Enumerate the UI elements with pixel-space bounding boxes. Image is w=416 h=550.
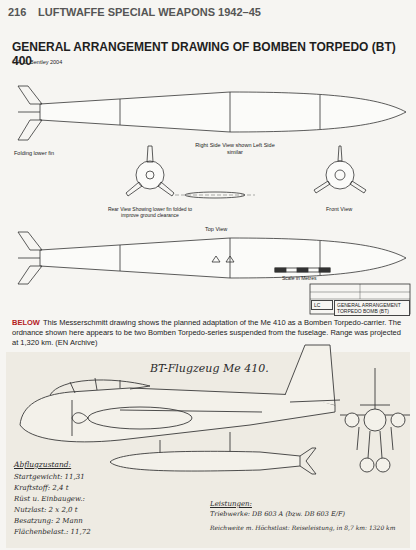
spec-line: Reichweite m. Höchstlast: Reiseleistung,… [210, 524, 406, 531]
part-label: Folding lower fin [14, 150, 54, 157]
page-number: 216 [8, 6, 26, 19]
view-label: Top View [205, 226, 227, 233]
title-block-text: GENERAL ARRANGEMENT TORPEDO BOMB (BT) [335, 301, 409, 315]
spec-line: Flächenbelast.: 11,72 [14, 528, 91, 536]
title-block-text: LC [312, 301, 332, 309]
caption-lead: BELOW [12, 318, 40, 327]
spec-line: Nutzlast: 2 x 2,0 t [14, 506, 78, 514]
title-block-cell: GENERAL ARRANGEMENT TORPEDO BOMB (BT) [334, 300, 410, 316]
view-label: Front View [326, 206, 352, 213]
view-label: Rear View Showing lower fin folded to im… [105, 206, 195, 218]
view-label: Right Side View shown Left Side similar [195, 142, 275, 155]
scale-label: Scale in Metres [282, 275, 316, 281]
spec-heading: Leistungen: [210, 500, 252, 508]
caption: This Messerschmitt drawing shows the pla… [12, 318, 401, 347]
spec-line: Triebwerke: DB 603 A (bzw. DB 603 E/F) [210, 511, 406, 519]
sheet-title: BT-Flugzeug Me 410. [150, 362, 269, 375]
spec-heading: Abflugzustand: [14, 460, 71, 469]
caption-block: BELOWThis Messerschmitt drawing shows th… [12, 318, 404, 347]
copyright-note: © A. L. Bentley 2004 [12, 59, 62, 66]
drawing-title: GENERAL ARRANGEMENT DRAWING OF BOMBEN TO… [12, 40, 412, 69]
spec-line: Startgewicht: 11,31 [14, 473, 85, 481]
spec-line: Kraftstoff: 2,4 t [14, 484, 69, 492]
running-head: LUFTWAFFE SPECIAL WEAPONS 1942–45 [38, 6, 261, 19]
title-block-cell: LC [311, 300, 333, 310]
spec-line: Besatzung: 2 Mann [14, 517, 83, 525]
spec-line: Rüst u. Einbaugew.: [14, 495, 85, 503]
